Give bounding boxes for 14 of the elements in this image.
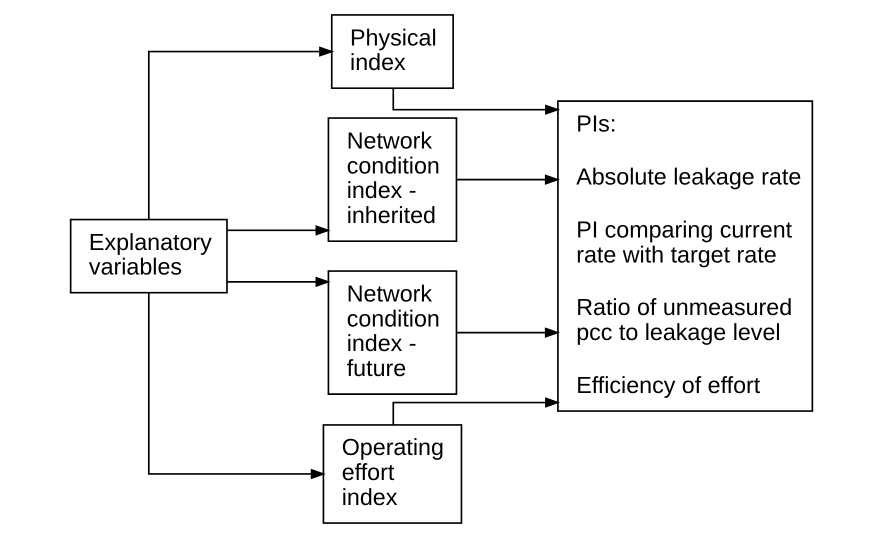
arrow bbox=[392, 397, 560, 424]
node-box: Operating effort index bbox=[322, 424, 462, 524]
node-box: Physical index bbox=[330, 14, 454, 89]
node-box: Explanatory variables bbox=[70, 218, 228, 294]
node-box: Network condition index - inherited bbox=[328, 117, 458, 242]
arrow bbox=[148, 46, 334, 220]
arrow bbox=[456, 327, 560, 338]
arrow bbox=[227, 276, 331, 288]
arrow bbox=[227, 225, 331, 236]
arrow bbox=[456, 174, 560, 185]
arrow bbox=[148, 293, 326, 480]
arrow bbox=[392, 88, 560, 115]
node-box: PIs: Absolute leakage rate PI comparing current rate with target rate Ratio of unmeasured pcc to leakage level Efficiency of effort bbox=[557, 100, 814, 412]
node-box: Network condition index - future bbox=[328, 270, 458, 395]
